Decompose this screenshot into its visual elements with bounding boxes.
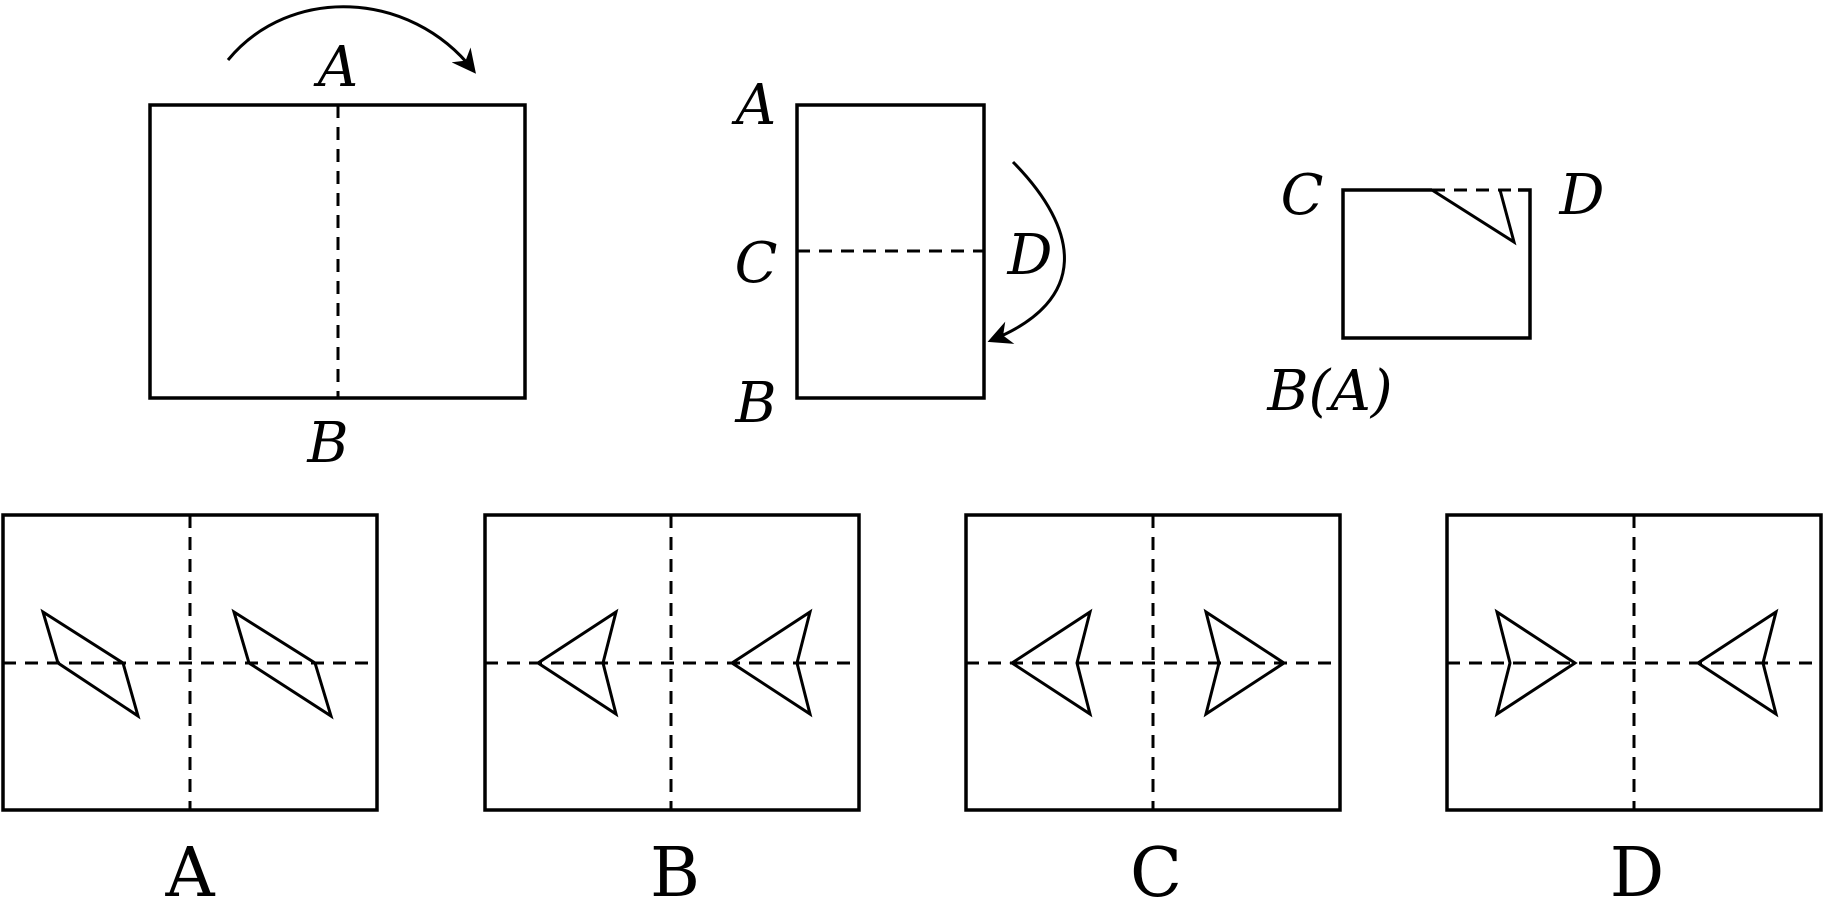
option-c-label: C: [1130, 834, 1182, 901]
option-a[interactable]: A: [1, 513, 379, 901]
step2-label-middle-right: D: [1007, 223, 1053, 288]
option-c-left-shape: [1009, 608, 1093, 718]
step1-label-top: A: [313, 35, 358, 100]
option-c[interactable]: C: [964, 513, 1342, 901]
step2-label-middle-left: C: [735, 231, 778, 296]
option-d-right-shape: [1695, 608, 1779, 718]
step2-label-bottom: B: [734, 371, 776, 436]
option-b-right-shape: [729, 608, 813, 718]
step1-label-bottom: B: [306, 411, 348, 476]
option-a-label: A: [164, 834, 215, 901]
option-d-left-shape: [1494, 608, 1578, 718]
step2-label-top: A: [731, 73, 776, 138]
option-c-right-shape: [1203, 608, 1287, 718]
option-b-label: B: [650, 834, 700, 901]
option-b-left-shape: [535, 608, 619, 718]
step3-rectangle: [1341, 188, 1532, 340]
option-a-left-shape: [40, 608, 141, 720]
option-b[interactable]: B: [483, 513, 861, 901]
step3-label-top-left: C: [1281, 163, 1324, 228]
step3-label-top-right: D: [1559, 163, 1605, 228]
step2-fold-arrow-icon: [987, 160, 1066, 344]
option-d-label: D: [1610, 834, 1665, 901]
step3-sheet: C D B(A): [1266, 163, 1604, 424]
option-a-right-shape: [231, 608, 334, 720]
option-d[interactable]: D: [1445, 513, 1823, 901]
step1-fold-arrow-icon: [226, 5, 476, 74]
step3-cut-shape: [1431, 188, 1517, 246]
step1-sheet: A B: [148, 5, 527, 476]
step3-label-bottom-left: B(A): [1266, 359, 1392, 424]
step2-sheet: A C D B: [731, 73, 1066, 436]
